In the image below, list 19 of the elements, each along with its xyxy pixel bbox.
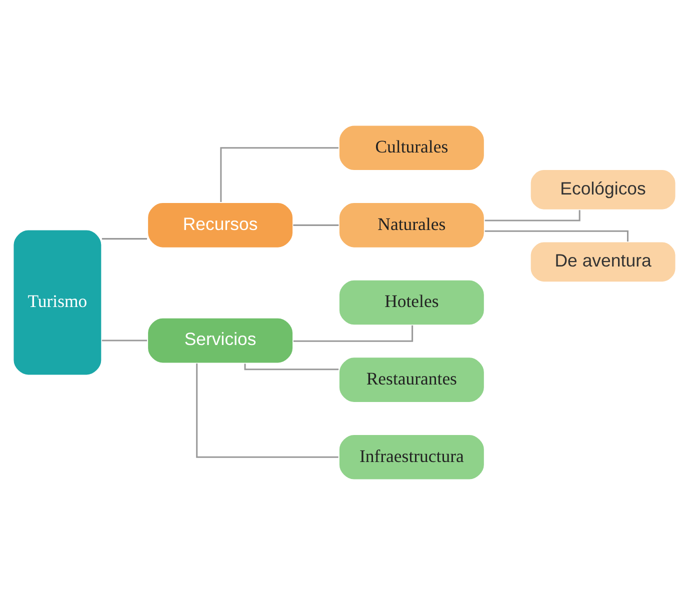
connector (484, 230, 629, 242)
connector (244, 363, 339, 370)
node-box: De aventura (530, 240, 677, 282)
connector (293, 324, 414, 342)
node-box: Ecológicos (530, 168, 677, 210)
node-box: Naturales (338, 201, 486, 248)
node-box: Recursos (146, 201, 294, 248)
node-box: Culturales (338, 124, 486, 171)
connector (484, 210, 580, 221)
node-box: Hoteles (338, 278, 486, 326)
connector (196, 363, 338, 458)
node-box: Restaurantes (338, 356, 486, 403)
connector (102, 339, 148, 341)
connector (102, 238, 148, 240)
connector (220, 146, 338, 202)
connector (293, 224, 339, 226)
node-box: Servicios (146, 316, 294, 364)
node-box: Infraestructura (338, 433, 486, 480)
node-box: Turismo (12, 228, 102, 376)
